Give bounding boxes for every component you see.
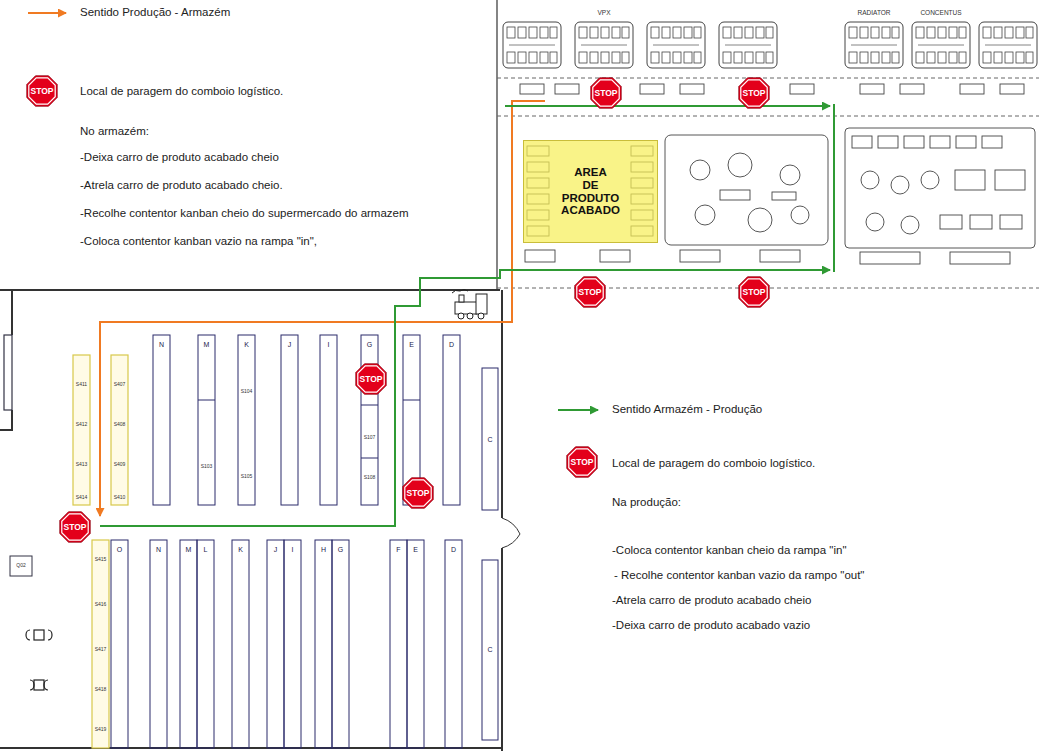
machine-name: CONCENTUS: [920, 9, 961, 16]
stop-text: STOP: [743, 288, 766, 297]
note-text: - Recolhe contentor kanban vazio da ramp…: [614, 569, 864, 582]
rack-code: S105: [241, 474, 253, 480]
rack-letter: L: [204, 546, 208, 554]
stop-sign: STOP: [26, 75, 58, 107]
rack-code: S415: [95, 557, 107, 563]
rack-letter: G: [367, 341, 372, 349]
rack-letter: K: [244, 341, 249, 349]
finished-product-area: AREA DE PRODUTO ACABADO: [523, 140, 658, 243]
note-text: No armazém:: [80, 125, 149, 138]
stop-sign: STOP: [738, 276, 770, 308]
rack-code: S408: [114, 422, 126, 428]
stop-text: STOP: [595, 89, 618, 98]
area-label: AREA DE PRODUTO ACABADO: [558, 166, 624, 218]
rack-letter: D: [449, 341, 454, 349]
rack-letter: E: [413, 546, 418, 554]
note-text: -Deixa carro de produto acabado cheio: [80, 151, 279, 164]
rack-letter: C: [487, 436, 492, 444]
stop-sign: STOP: [574, 276, 606, 308]
rack-code: S419: [95, 727, 107, 733]
stop-text: STOP: [64, 523, 87, 532]
rack-letter: I: [292, 546, 294, 554]
note-text: -Coloca contentor kanban vazio na rampa …: [80, 235, 317, 248]
stop-sign: STOP: [590, 77, 622, 109]
stop-sign: STOP: [59, 511, 91, 543]
legend-text: Sentido Produção - Armazém: [80, 6, 230, 19]
note-text: -Recolhe contentor kanban cheio do super…: [80, 207, 409, 220]
note-text: Na produção:: [612, 496, 681, 509]
rack-letter: D: [451, 546, 456, 554]
stop-text: STOP: [571, 458, 594, 467]
stop-text: STOP: [360, 375, 383, 384]
rack-code: S410: [114, 495, 126, 501]
rack-code: S107: [364, 435, 376, 441]
rack-letter: K: [238, 546, 243, 554]
rack-code: S104: [241, 389, 253, 395]
legend-text: Sentido Armazém - Produção: [612, 403, 762, 416]
rack-code: S416: [95, 602, 107, 608]
note-text: -Deixa carro de produto acabado vazio: [612, 619, 810, 632]
rack-letter: F: [396, 546, 400, 554]
stop-sign: STOP: [402, 477, 434, 509]
stop-sign: STOP: [566, 446, 598, 478]
rack-letter: O: [117, 546, 122, 554]
rack-letter: J: [274, 546, 278, 554]
stop-text: STOP: [407, 489, 430, 498]
note-text: -Atrela carro de produto acabado cheio.: [80, 179, 283, 192]
rack-code: Q02: [16, 563, 25, 569]
rack-code: S103: [201, 464, 213, 470]
rack-code: S412: [76, 422, 88, 428]
note-text: -Coloca contentor kanban cheio da rampa …: [612, 544, 846, 557]
rack-letter: G: [338, 546, 343, 554]
rack-letter: N: [159, 341, 164, 349]
rack-letter: I: [328, 341, 330, 349]
rack-letter: M: [204, 341, 210, 349]
rack-code: S417: [95, 647, 107, 653]
stop-sign: STOP: [355, 363, 387, 395]
note-text: -Atrela carro de produto acabado cheio: [612, 594, 811, 607]
machine-name: VPX: [597, 9, 610, 16]
rack-code: S418: [95, 687, 107, 693]
rack-code: S414: [76, 495, 88, 501]
stop-text: STOP: [579, 288, 602, 297]
rack-code: S108: [364, 475, 376, 481]
machine-name: RADIATOR: [858, 9, 891, 16]
stop-sign: STOP: [738, 77, 770, 109]
rack-letter: C: [487, 646, 492, 654]
rack-code: S407: [114, 382, 126, 388]
rack-letter: N: [156, 546, 161, 554]
stop-text: STOP: [31, 87, 54, 96]
rack-letter: J: [288, 341, 292, 349]
rack-letter: M: [186, 546, 192, 554]
legend-text: Local de paragem do comboio logístico.: [612, 457, 815, 470]
legend-text: Local de paragem do comboio logístico.: [80, 85, 283, 98]
stop-text: STOP: [743, 89, 766, 98]
rack-letter: E: [409, 341, 414, 349]
rack-code: S409: [114, 462, 126, 468]
rack-letter: H: [321, 546, 326, 554]
rack-code: S413: [76, 462, 88, 468]
rack-code: S411: [76, 382, 87, 388]
